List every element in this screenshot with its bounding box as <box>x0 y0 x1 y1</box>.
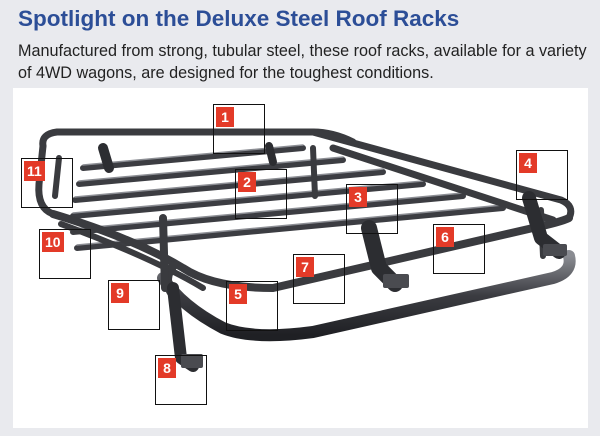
roof-rack-illustration <box>35 128 576 372</box>
callout-4: 4 <box>516 150 568 200</box>
callout-9: 9 <box>108 280 160 330</box>
rack-rear-rail <box>39 128 357 150</box>
callout-7-label: 7 <box>296 257 314 277</box>
callout-9-label: 9 <box>111 283 129 303</box>
callout-10: 10 <box>39 229 91 279</box>
roof-rack-photo: 1 2 3 4 5 6 7 8 9 10 11 <box>13 88 588 428</box>
callout-4-label: 4 <box>519 153 537 173</box>
page-description: Manufactured from strong, tubular steel,… <box>18 42 587 82</box>
callout-1: 1 <box>213 104 265 154</box>
callout-2-label: 2 <box>238 172 256 192</box>
callout-6-label: 6 <box>436 227 454 247</box>
callout-7: 7 <box>293 254 345 304</box>
callout-5-label: 5 <box>229 284 247 304</box>
callout-2: 2 <box>235 169 287 219</box>
callout-11-label: 11 <box>24 161 45 181</box>
callout-6: 6 <box>433 224 485 274</box>
callout-1-label: 1 <box>216 107 234 127</box>
callout-8: 8 <box>155 355 207 405</box>
page-title: Spotlight on the Deluxe Steel Roof Racks <box>18 6 460 31</box>
callout-10-label: 10 <box>42 232 64 252</box>
callout-5: 5 <box>226 281 278 331</box>
callout-8-label: 8 <box>158 358 176 378</box>
callout-3: 3 <box>346 184 398 234</box>
callout-3-label: 3 <box>349 187 367 207</box>
callout-11: 11 <box>21 158 73 208</box>
rack-front-rail <box>49 210 573 292</box>
